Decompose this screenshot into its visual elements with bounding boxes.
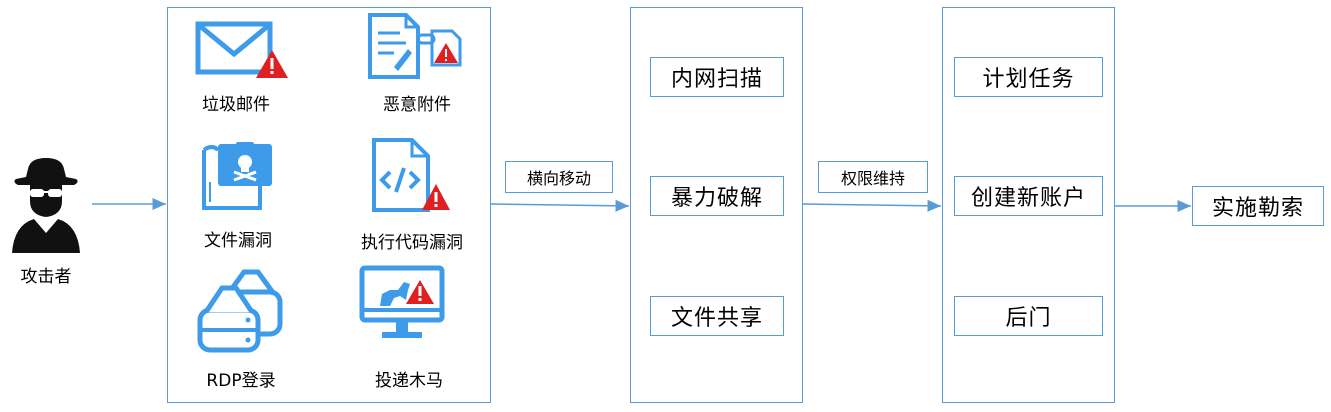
step-scheduled-task: 计划任务 [954,57,1103,97]
step-create-account: 创建新账户 [954,176,1103,216]
arrow-lateral-to-persistence [801,199,942,212]
persistence-label: 权限维持 [818,161,928,193]
trojan-monitor-icon [359,265,445,338]
attacker-label: 攻击者 [20,267,72,287]
step-intranet-scan: 内网扫描 [650,57,784,97]
file-vulnerability-icon [202,142,272,210]
vector-label-spam-email: 垃圾邮件 [202,95,270,115]
final-ransom: 实施勒索 [1192,186,1324,226]
code-file-icon [372,138,450,212]
arrow-vectors-to-lateral [489,199,630,212]
attacker-icon [12,158,80,253]
malicious-attachment-icon [368,13,462,79]
mail-icon [195,21,288,78]
vector-label-malicious-attachment: 恶意附件 [383,95,451,115]
lateral-movement-label: 横向移动 [505,161,613,193]
vector-label-file-vulnerability: 文件漏洞 [204,231,272,251]
rdp-server-icon [197,269,283,353]
step-brute-force: 暴力破解 [650,176,784,216]
step-backdoor: 后门 [954,296,1103,336]
vector-label-rdp-login: RDP登录 [206,371,276,391]
vector-label-deliver-trojan: 投递木马 [375,371,443,391]
step-file-sharing: 文件共享 [650,296,784,336]
vector-label-code-execution-vulnerability: 执行代码漏洞 [361,233,463,253]
